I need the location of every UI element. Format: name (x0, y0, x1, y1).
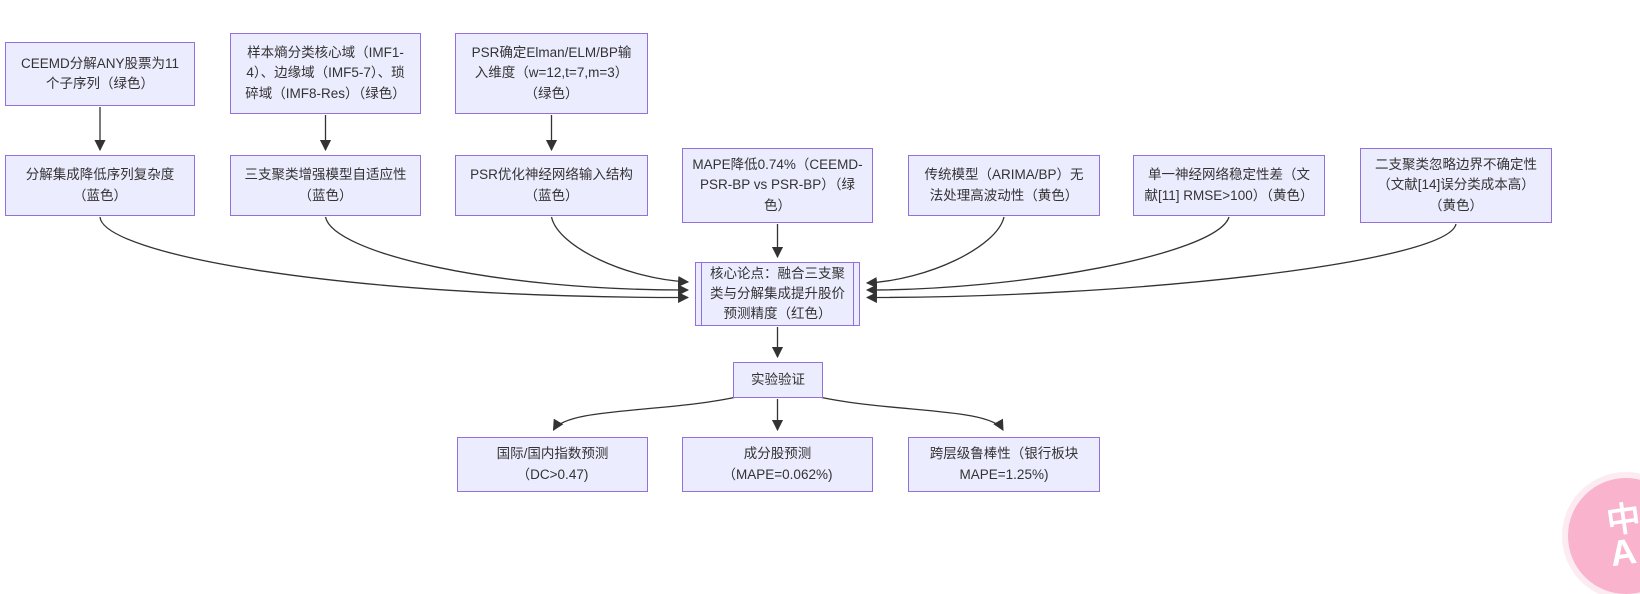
node-ceemd: CEEMD分解ANY股票为11个子序列（绿色） (5, 42, 195, 106)
node-experiment-validation: 实验验证 (733, 362, 823, 398)
edge-arima-core (865, 216, 1005, 289)
edge-exp-idx (552, 395, 742, 431)
node-experiment-validation-label: 实验验证 (751, 371, 805, 387)
edge-exp-robust (814, 395, 1004, 431)
node-decomposition: 分解集成降低序列复杂度（蓝色） (5, 155, 195, 216)
node-cross-level-robustness: 跨层级鲁棒性（银行板块MAPE=1.25%) (908, 437, 1100, 492)
node-two-way-clustering-label: 二支聚类忽略边界不确定性（文献[14]误分类成本高）（黄色） (1375, 157, 1537, 213)
node-single-nn-instability: 单一神经网络稳定性差（文献[11] RMSE>100）（黄色） (1133, 155, 1325, 216)
node-entropy-label: 样本熵分类核心域（IMF1-4）、边缘域（IMF5-7）、琐碎域（IMF8-Re… (245, 45, 406, 101)
node-two-way-clustering: 二支聚类忽略边界不确定性（文献[14]误分类成本高）（黄色） (1360, 148, 1552, 223)
node-mape-improvement-label: MAPE降低0.74%（CEEMD-PSR-BP vs PSR-BP）（绿色） (692, 157, 863, 213)
subroutine-inner-border-right (853, 263, 854, 325)
translate-icon: 中 A (1604, 498, 1640, 573)
node-index-prediction-label: 国际/国内指数预测（DC>0.47) (496, 446, 609, 482)
edge-psropt-core (550, 216, 690, 288)
edge-threeway-core (324, 216, 690, 296)
edge-singlenn-core (865, 216, 1230, 296)
node-core-thesis-label: 核心论点：融合三支聚类与分解集成提升股价预测精度（红色） (710, 265, 845, 322)
node-cross-level-robustness-label: 跨层级鲁棒性（银行板块MAPE=1.25%) (929, 446, 1079, 482)
node-core-thesis: 核心论点：融合三支聚类与分解集成提升股价预测精度（红色） (695, 262, 860, 326)
node-traditional-models: 传统模型（ARIMA/BP）无法处理高波动性（黄色） (908, 155, 1100, 216)
flowchart-canvas: CEEMD分解ANY股票为11个子序列（绿色） 样本熵分类核心域（IMF1-4）… (5, 33, 1640, 594)
node-three-way-clustering: 三支聚类增强模型自适应性（蓝色） (230, 155, 421, 216)
edge-twoway-core (865, 223, 1457, 304)
node-decomposition-label: 分解集成降低序列复杂度（蓝色） (25, 167, 175, 203)
node-three-way-clustering-label: 三支聚类增强模型自适应性（蓝色） (244, 167, 407, 203)
node-index-prediction: 国际/国内指数预测（DC>0.47) (457, 437, 648, 492)
translate-widget-button[interactable]: 中 A (1568, 478, 1640, 594)
node-constituent-stock-prediction-label: 成分股预测（MAPE=0.062%) (722, 446, 833, 482)
node-single-nn-instability-label: 单一神经网络稳定性差（文献[11] RMSE>100）（黄色） (1144, 167, 1314, 203)
node-psr-dimension-label: PSR确定Elman/ELM/BP输入维度（w=12,t=7,m=3）（绿色） (471, 45, 632, 101)
node-mape-improvement: MAPE降低0.74%（CEEMD-PSR-BP vs PSR-BP）（绿色） (682, 148, 873, 223)
node-psr-optimization-label: PSR优化神经网络输入结构（蓝色） (470, 167, 633, 203)
edge-decomp-core (99, 216, 690, 304)
subroutine-inner-border-left (701, 263, 702, 325)
node-ceemd-label: CEEMD分解ANY股票为11个子序列（绿色） (20, 55, 180, 91)
node-psr-dimension: PSR确定Elman/ELM/BP输入维度（w=12,t=7,m=3）（绿色） (455, 33, 648, 114)
node-psr-optimization: PSR优化神经网络输入结构（蓝色） (455, 155, 648, 216)
node-traditional-models-label: 传统模型（ARIMA/BP）无法处理高波动性（黄色） (924, 167, 1084, 203)
node-entropy: 样本熵分类核心域（IMF1-4）、边缘域（IMF5-7）、琐碎域（IMF8-Re… (230, 33, 421, 114)
translate-icon-en: A (1607, 529, 1639, 574)
node-constituent-stock-prediction: 成分股预测（MAPE=0.062%) (682, 437, 873, 492)
